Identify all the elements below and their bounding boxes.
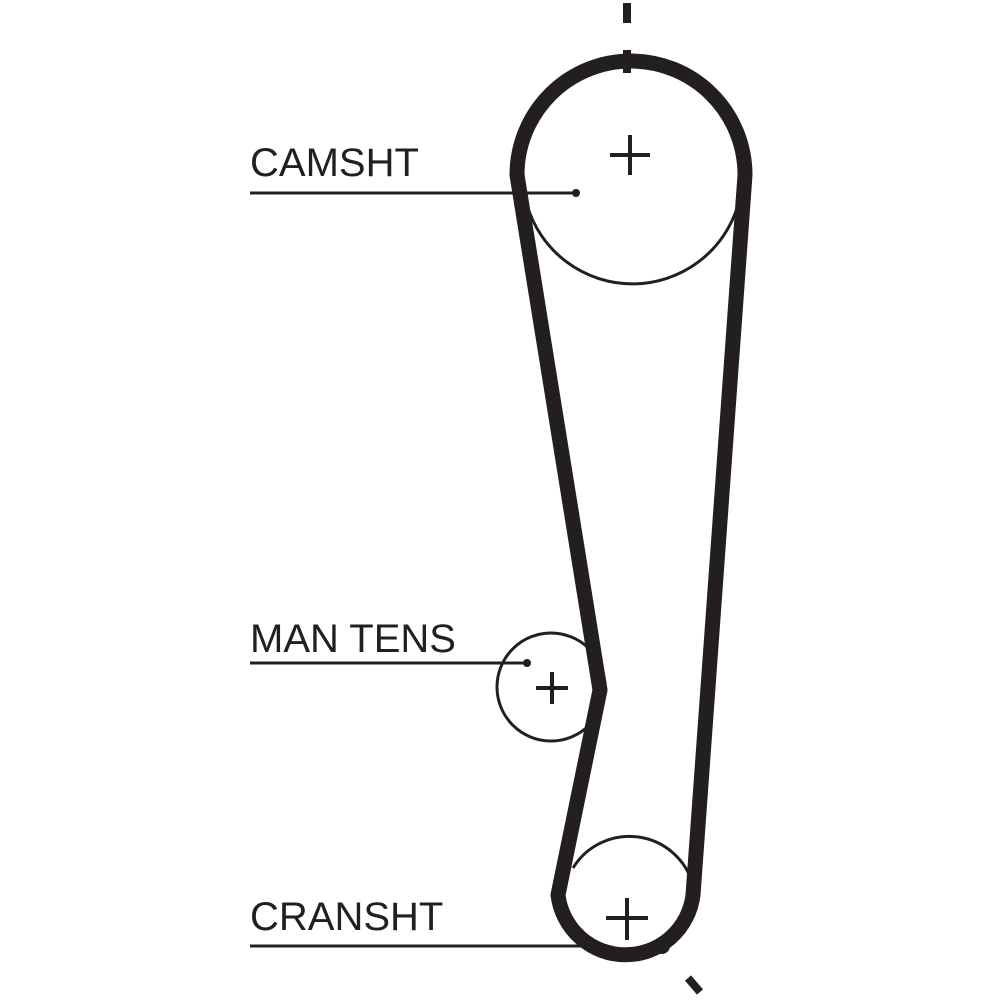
tensioner-center-mark <box>536 672 568 704</box>
crankshaft-center-mark <box>606 898 648 940</box>
tensioner-leader <box>250 659 531 667</box>
camshaft-leader <box>250 189 580 197</box>
camshaft-pulley <box>525 204 740 286</box>
timing-belt <box>509 53 753 963</box>
crankshaft-timing-dot <box>654 938 670 954</box>
crankshaft-label: CRANSHT <box>250 895 443 939</box>
tensioner-label: MAN TENS <box>250 617 456 661</box>
crankshaft-leader <box>250 942 601 950</box>
tensioner-pulley <box>495 631 607 743</box>
crankshaft-timing-mark <box>684 975 704 995</box>
camshaft-label: CAMSHT <box>250 141 419 185</box>
crankshaft-pulley <box>571 834 695 886</box>
camshaft-center-mark <box>610 135 650 175</box>
